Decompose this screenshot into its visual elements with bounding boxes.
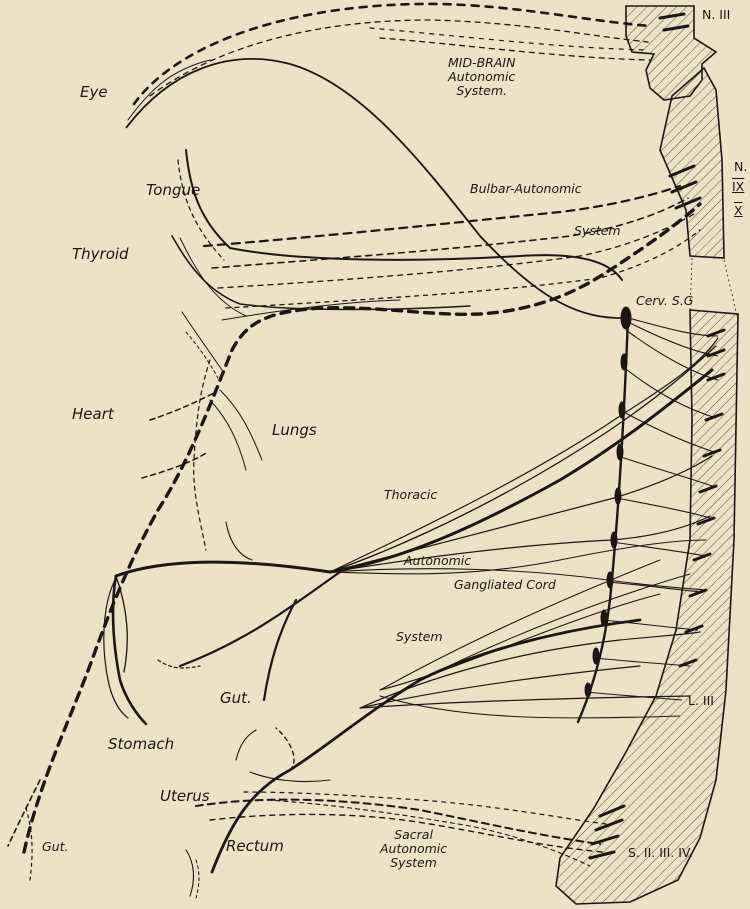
label-nerve-10: X — [734, 203, 743, 218]
bulbar-autonomic-fibres — [22, 184, 702, 854]
label-bulbar-1: Bulbar-Autonomic — [470, 181, 582, 196]
sacral-autonomic-fibres — [25, 791, 607, 899]
lumbar-visceral-nerves — [210, 559, 701, 874]
label-rectum: Rectum — [226, 837, 284, 855]
midbrain-autonomic-fibres — [127, 2, 652, 121]
label-gangliated-cord: Gangliated Cord — [454, 577, 556, 592]
label-thoracic-system: System — [396, 629, 443, 644]
label-midbrain-line2: Autonomic — [448, 68, 516, 84]
label-heart: Heart — [72, 405, 114, 423]
label-nerve-9: IX — [732, 179, 745, 194]
label-eye: Eye — [80, 83, 108, 101]
medulla-section — [659, 66, 725, 259]
label-sacral-line1: Sacral — [394, 827, 433, 842]
label-tongue: Tongue — [146, 181, 201, 199]
cord-gap-lines — [689, 257, 738, 317]
label-thoracic-autonomic: Autonomic — [404, 553, 472, 568]
label-midbrain-line1: MID-BRAIN — [448, 55, 516, 70]
sympathetic-chain — [576, 306, 632, 724]
label-sacral-system: Sacral Autonomic System — [380, 828, 447, 869]
label-gut-upper: Gut. — [220, 689, 252, 707]
stomach-branches — [7, 577, 201, 847]
eye-sympathetic-fibre — [125, 58, 629, 319]
label-nerve-3: N. III — [702, 7, 731, 22]
label-cerv-sg: Cerv. S.G — [636, 293, 694, 308]
vagus-nerve — [22, 202, 702, 854]
label-sacral-line2: Autonomic — [380, 840, 448, 856]
label-gut-lower: Gut. — [42, 839, 69, 854]
label-stomach: Stomach — [108, 735, 175, 753]
thoracic-visceral-nerves — [111, 337, 719, 726]
label-nerve-n: N. — [734, 159, 748, 174]
spinal-cord — [555, 309, 739, 905]
label-sacral-nerves: S. II. III. IV. — [628, 845, 693, 860]
label-lumbar-3: L. III — [688, 693, 714, 708]
label-bulbar-2: System — [574, 223, 621, 238]
sacral-roots — [588, 804, 626, 860]
label-thoracic: Thoracic — [384, 487, 438, 502]
label-sacral-line3: System — [390, 854, 437, 870]
spinal-roots — [658, 12, 726, 668]
cranial-branches — [171, 149, 623, 471]
label-midbrain-system: MID-BRAIN Autonomic System. — [448, 56, 515, 97]
label-midbrain-line3: System. — [456, 82, 508, 98]
label-thyroid: Thyroid — [72, 245, 129, 263]
label-uterus: Uterus — [160, 787, 210, 805]
label-lungs: Lungs — [272, 421, 317, 439]
